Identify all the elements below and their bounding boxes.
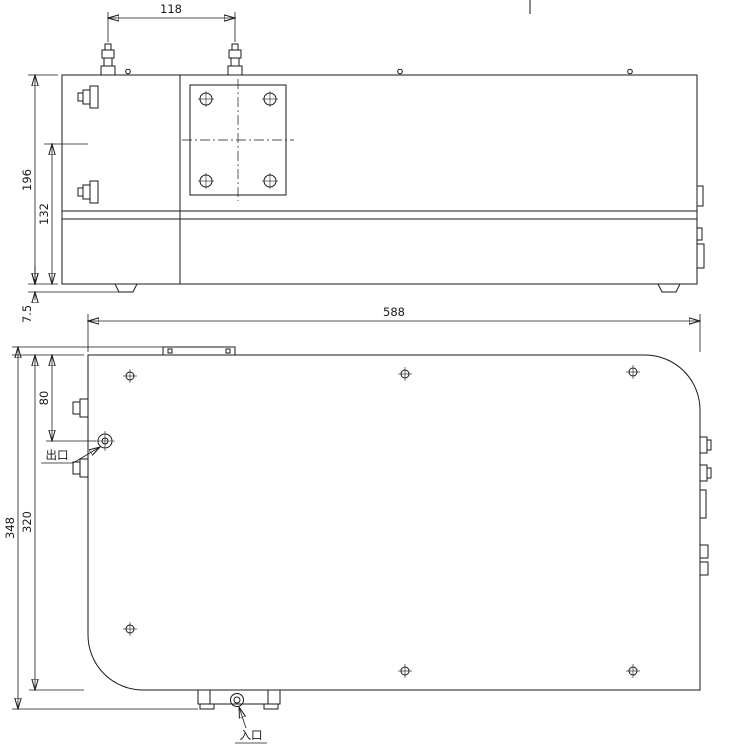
outlet-text: 出口 [46,448,69,462]
plan-outline [87,354,701,691]
dim-label-body-height: 132 [37,203,51,225]
screw-hole [626,664,640,678]
screw-hole [398,367,412,381]
dim-label-foot-height: 7.5 [20,305,34,323]
top-edge-connector [162,346,236,356]
top-edge-screws [125,68,633,75]
bolt-hole [262,173,278,189]
bolt-hole-plate [182,79,294,201]
top-fitting-right [227,43,243,76]
outlet-port [95,431,115,451]
plan-view: 588 [3,305,712,744]
screw-hole [626,365,640,379]
dim-inner-width: 320 [20,355,84,690]
dim-label-outlet-offset: 80 [37,391,51,406]
outlet-label: 出口 [41,447,100,464]
side-view: 118 [20,2,705,323]
side-right-connectors [696,185,705,269]
top-fitting-left [100,43,116,76]
inlet-connector [197,689,281,710]
dim-overall-length: 588 [88,305,700,352]
dim-fitting-spacing: 118 [108,2,235,42]
side-fitting-lower [77,180,99,204]
dim-label-overall-width: 348 [3,517,17,539]
bolt-hole [198,173,214,189]
screw-hole [398,664,412,678]
screw-hole [123,622,137,636]
plan-left-fitting-upper [72,398,89,418]
dim-label-inner-width: 320 [20,511,34,533]
plan-right-connectors [699,436,712,576]
dim-label-fitting-spacing: 118 [160,2,182,16]
screw-hole [123,369,137,383]
dim-overall-width: 348 [3,347,198,709]
bolt-hole [198,91,214,107]
inlet-label: 入口 [235,707,267,744]
inlet-text: 入口 [240,728,263,742]
dim-outlet-offset: 80 [12,355,96,441]
side-fitting-upper [77,85,99,109]
dim-foot-height: 7.5 [20,266,119,323]
housing-outline [61,74,698,285]
bolt-hole [262,91,278,107]
dim-body-height: 132 [37,144,88,284]
foot-left [114,283,138,293]
plan-left-fitting-lower [72,458,89,478]
dim-label-overall-height: 196 [20,169,34,191]
foot-right [657,283,681,293]
dim-label-overall-length: 588 [383,305,405,319]
